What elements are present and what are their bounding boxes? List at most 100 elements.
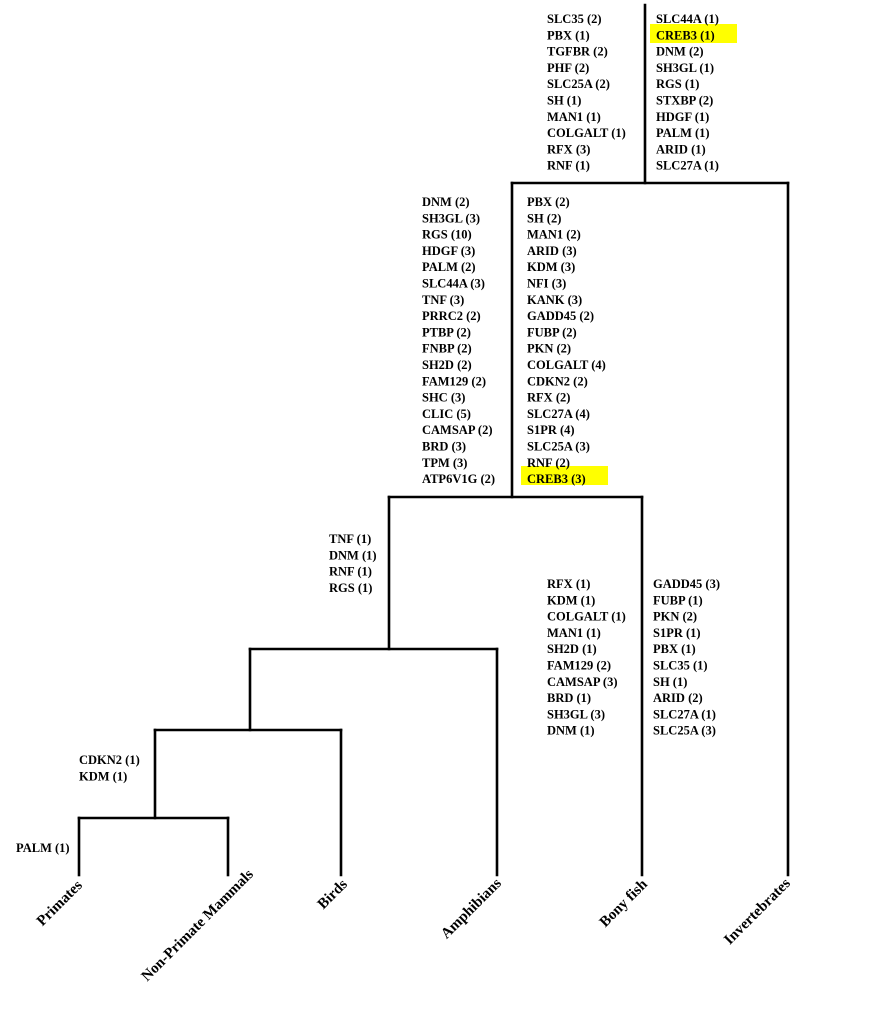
- gene-entry: DNM (1): [329, 548, 377, 562]
- gene-entry: PBX (1): [547, 28, 590, 42]
- gene-entry: RNF (2): [527, 456, 570, 470]
- gene-list-amphibians: RFX (1) KDM (1) COLGALT (1) MAN1 (1) SH2D (1…: [547, 577, 626, 738]
- gene-entry: RNF (1): [547, 159, 590, 173]
- taxon-label-invertebrates: Invertebrates: [721, 875, 794, 948]
- gene-entry: SLC25A (3): [527, 440, 590, 454]
- gene-entry: BRD (3): [422, 440, 466, 454]
- gene-entry: CREB3 (3): [527, 472, 586, 486]
- gene-entry: MAN1 (1): [547, 626, 601, 640]
- taxon-label-amphibians: Amphibians: [438, 875, 505, 942]
- gene-entry: ARID (3): [527, 244, 577, 258]
- gene-entry: RGS (10): [422, 228, 472, 242]
- taxon-label-primates: Primates: [34, 877, 86, 929]
- gene-entry: TGFBR (2): [547, 45, 608, 59]
- gene-entry: TNF (1): [329, 532, 371, 546]
- gene-list-vertebrate-right: PBX (2) SH (2) MAN1 (2) ARID (3) KDM (3) NFI …: [527, 195, 606, 486]
- gene-list-primates: PALM (1): [16, 841, 70, 855]
- gene-entry: FUBP (1): [653, 593, 703, 607]
- gene-entry: FUBP (2): [527, 325, 577, 339]
- gene-entry: TPM (3): [422, 456, 467, 470]
- gene-entry: CDKN2 (2): [527, 374, 588, 388]
- gene-entry: RFX (2): [527, 391, 570, 405]
- gene-entry: SH (2): [527, 211, 561, 225]
- gene-entry: MAN1 (1): [547, 110, 601, 124]
- gene-entry: CLIC (5): [422, 407, 471, 421]
- gene-entry: RFX (1): [547, 577, 590, 591]
- gene-entry: SH3GL (1): [656, 61, 714, 75]
- gene-entry: PHF (2): [547, 61, 589, 75]
- gene-entry: RGS (1): [329, 581, 372, 595]
- gene-entry: CREB3 (1): [656, 28, 715, 42]
- gene-entry: SHC (3): [422, 391, 465, 405]
- gene-entry: BRD (1): [547, 691, 591, 705]
- gene-entry: PKN (2): [527, 342, 571, 356]
- gene-entry: FAM129 (2): [547, 659, 611, 673]
- gene-list-root-left: SLC35 (2) PBX (1) TGFBR (2) PHF (2) SLC25A (…: [547, 12, 626, 173]
- gene-entry: KDM (1): [547, 593, 595, 607]
- gene-entry: S1PR (1): [653, 626, 701, 640]
- gene-entry: SH3GL (3): [547, 707, 605, 721]
- gene-entry: CDKN2 (1): [79, 753, 140, 767]
- gene-entry: ARID (2): [653, 691, 703, 705]
- gene-entry: PALM (2): [422, 260, 476, 274]
- gene-entry: SLC27A (4): [527, 407, 590, 421]
- gene-entry: HDGF (3): [422, 244, 475, 258]
- gene-entry: SH2D (1): [547, 642, 597, 656]
- taxon-label-bony-fish: Bony fish: [597, 876, 652, 931]
- gene-entry: SLC27A (1): [656, 159, 719, 173]
- gene-list-tetrapods: TNF (1) DNM (1) RNF (1) RGS (1): [329, 532, 377, 595]
- gene-entry: PTBP (2): [422, 325, 471, 339]
- gene-entry: CAMSAP (2): [422, 423, 492, 437]
- gene-entry: GADD45 (2): [527, 309, 594, 323]
- gene-entry: CAMSAP (3): [547, 675, 617, 689]
- gene-entry: PRRC2 (2): [422, 309, 481, 323]
- gene-entry: NFI (3): [527, 277, 566, 291]
- gene-entry: PALM (1): [656, 126, 710, 140]
- gene-entry: SLC27A (1): [653, 707, 716, 721]
- gene-entry: COLGALT (1): [547, 610, 626, 624]
- highlight-creb3-vertebrates: [521, 466, 608, 485]
- gene-entry: RFX (3): [547, 142, 590, 156]
- gene-entry: KDM (3): [527, 260, 575, 274]
- gene-entry: PBX (2): [527, 195, 570, 209]
- gene-list-bony-fish: GADD45 (3) FUBP (1) PKN (2) S1PR (1) PBX (1)…: [653, 577, 720, 738]
- gene-entry: SH (1): [653, 675, 687, 689]
- gene-entry: RNF (1): [329, 565, 372, 579]
- gene-entry: DNM (1): [547, 724, 595, 738]
- gene-entry: COLGALT (4): [527, 358, 606, 372]
- gene-entry: SH (1): [547, 94, 581, 108]
- gene-entry: KANK (3): [527, 293, 582, 307]
- gene-entry: HDGF (1): [656, 110, 709, 124]
- gene-entry: RGS (1): [656, 77, 699, 91]
- gene-entry: MAN1 (2): [527, 228, 581, 242]
- highlight-creb3-invertebrates: [650, 24, 737, 43]
- gene-entry: SH2D (2): [422, 358, 472, 372]
- gene-entry: SLC25A (2): [547, 77, 610, 91]
- gene-entry: PBX (1): [653, 642, 696, 656]
- gene-entry: DNM (2): [422, 195, 470, 209]
- gene-entry: FAM129 (2): [422, 374, 486, 388]
- gene-entry: TNF (3): [422, 293, 464, 307]
- gene-entry: ATP6V1G (2): [422, 472, 495, 486]
- gene-entry: KDM (1): [79, 769, 127, 783]
- gene-entry: STXBP (2): [656, 94, 713, 108]
- gene-entry: PALM (1): [16, 841, 70, 855]
- gene-entry: FNBP (2): [422, 342, 472, 356]
- gene-list-mammals: CDKN2 (1) KDM (1): [79, 753, 140, 783]
- gene-entry: SH3GL (3): [422, 211, 480, 225]
- gene-entry: DNM (2): [656, 45, 704, 59]
- gene-entry: SLC35 (2): [547, 12, 602, 26]
- gene-list-vertebrate-left: DNM (2) SH3GL (3) RGS (10) HDGF (3) PALM (2)…: [422, 195, 495, 486]
- gene-entry: SLC44A (1): [656, 12, 719, 26]
- taxon-label-birds: Birds: [315, 876, 351, 912]
- tree-branches: [77, 3, 790, 877]
- gene-entry: GADD45 (3): [653, 577, 720, 591]
- gene-entry: S1PR (4): [527, 423, 575, 437]
- gene-entry: PKN (2): [653, 610, 697, 624]
- gene-entry: SLC35 (1): [653, 659, 708, 673]
- gene-entry: SLC25A (3): [653, 724, 716, 738]
- gene-entry: SLC44A (3): [422, 277, 485, 291]
- gene-list-invertebrates: SLC44A (1) CREB3 (1) DNM (2) SH3GL (1) RGS (…: [656, 12, 719, 173]
- gene-entry: ARID (1): [656, 142, 706, 156]
